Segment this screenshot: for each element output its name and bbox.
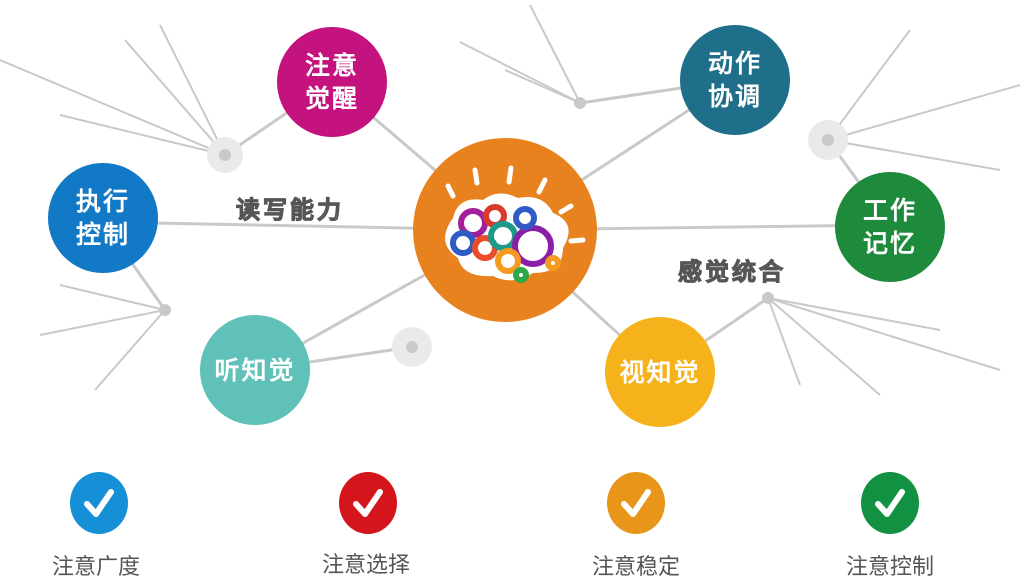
- node-visual-perception: 视知觉: [605, 317, 715, 427]
- node-auditory-perception: 听知觉: [200, 315, 310, 425]
- check-icon: [607, 472, 665, 534]
- node-working-memory: 工作记忆: [835, 172, 945, 282]
- caption-attention-control: 注意控制: [845, 555, 934, 580]
- node-motor-coordination: 动作协调: [680, 25, 790, 135]
- check-icon: [70, 472, 128, 534]
- label-reading-writing: 读写能力: [236, 196, 344, 225]
- caption-attention-selection: 注意选择: [321, 553, 410, 578]
- brain-gears-icon: [445, 165, 586, 283]
- center-brain-node: [413, 138, 597, 322]
- check-icon: [861, 472, 919, 534]
- check-icon: [339, 472, 397, 534]
- node-attention-arousal: 注意觉醒: [277, 27, 387, 137]
- caption-attention-span: 注意广度: [51, 555, 140, 580]
- node-executive-control: 执行控制: [48, 163, 158, 273]
- caption-attention-stability: 注意稳定: [591, 555, 680, 580]
- label-sensory-integration: 感觉统合: [678, 258, 786, 287]
